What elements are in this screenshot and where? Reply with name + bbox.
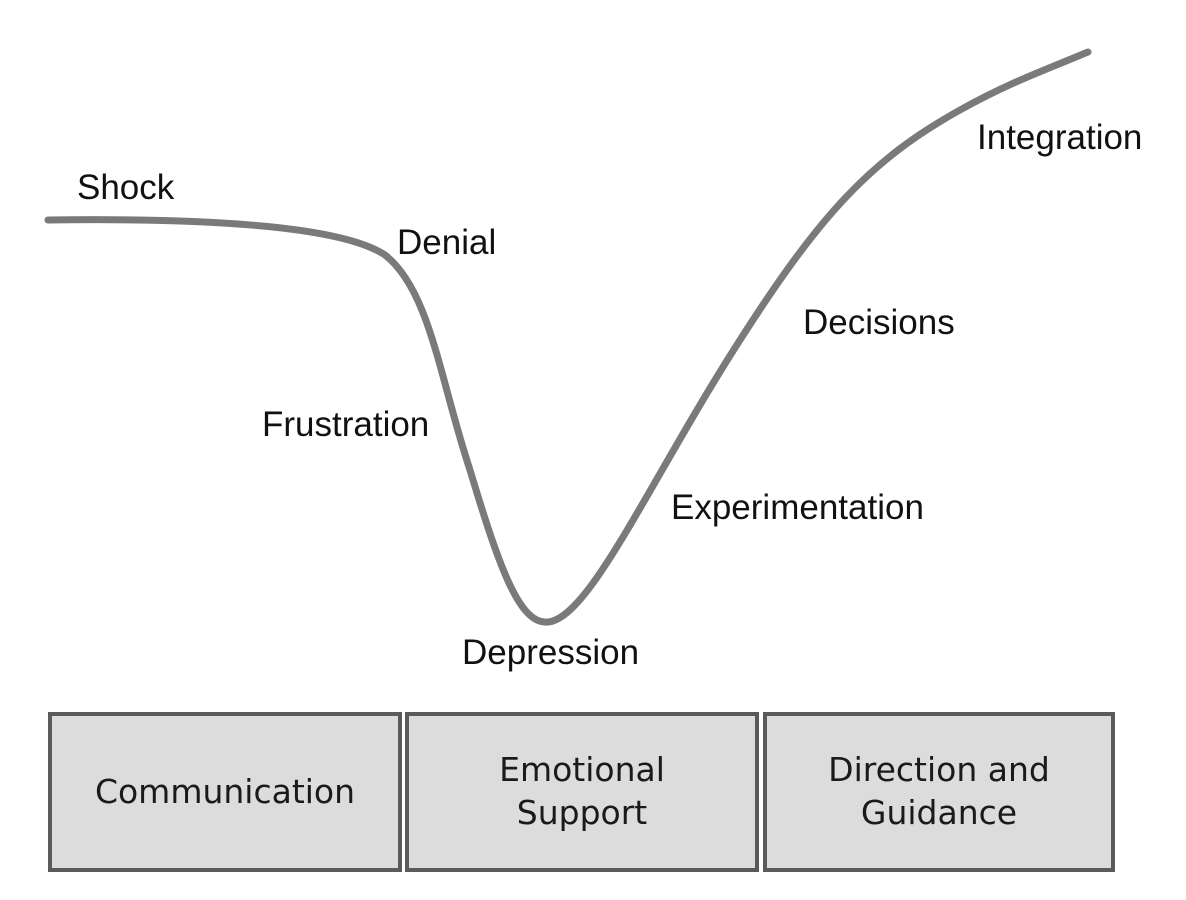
stage-label-depression: Depression [462, 633, 640, 672]
box-label: Emotional Support [499, 750, 665, 832]
box-label: Direction and Guidance [828, 750, 1050, 832]
stage-label-frustration: Frustration [262, 405, 430, 444]
box-communication: Communication [48, 712, 402, 872]
stage-label-denial: Denial [397, 223, 497, 262]
box-emotional-support: Emotional Support [405, 712, 759, 872]
box-direction-guidance: Direction and Guidance [763, 712, 1115, 872]
stage-label-integration: Integration [977, 118, 1143, 157]
stage-label-experimentation: Experimentation [671, 488, 924, 527]
change-curve-line [44, 48, 1092, 626]
stage-label-decisions: Decisions [803, 303, 955, 342]
box-label: Communication [94, 771, 356, 811]
stage-label-shock: Shock [77, 168, 175, 207]
